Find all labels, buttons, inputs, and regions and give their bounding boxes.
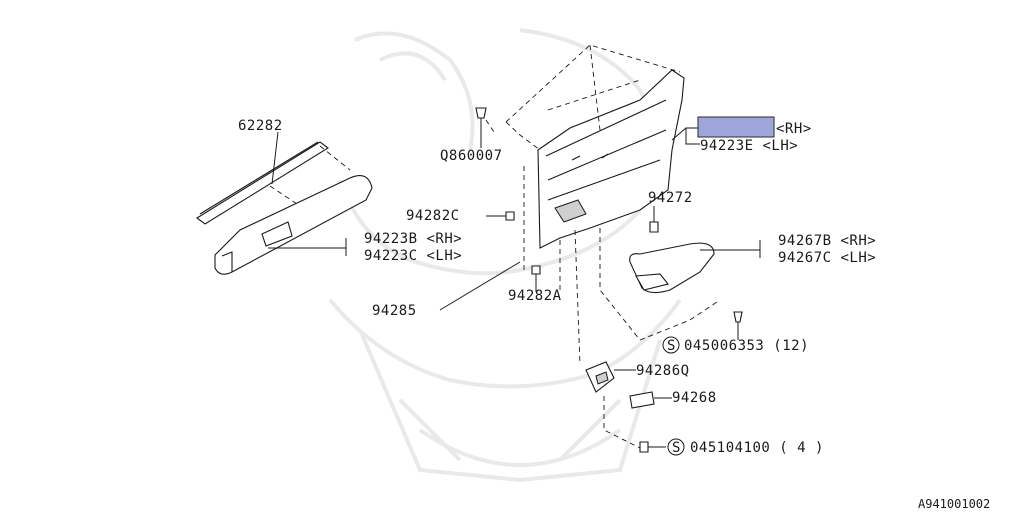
- label-045006353: 045006353 (12): [684, 338, 809, 354]
- label-94223-rh: <RH>: [776, 121, 812, 137]
- handle-bezel-94286Q[interactable]: [585, 361, 615, 393]
- label-94282C: 94282C: [406, 208, 460, 224]
- label-94267B-rh: 94267B <RH>: [778, 233, 876, 249]
- clip-Q860007[interactable]: [475, 107, 487, 148]
- molding-62282[interactable]: [196, 141, 329, 225]
- highlighted-part-94223-rh[interactable]: [697, 116, 775, 138]
- cover-94268[interactable]: [629, 391, 655, 409]
- label-94223B-rh: 94223B <RH>: [364, 231, 462, 247]
- diagram-code: A941001002: [918, 497, 990, 511]
- clip-94282C[interactable]: [505, 211, 515, 221]
- door-trim-panel[interactable]: [537, 69, 685, 249]
- label-94223E-lh: 94223E <LH>: [700, 138, 798, 154]
- clip-94272[interactable]: [649, 206, 659, 233]
- label-94272: 94272: [648, 190, 693, 206]
- screw-bottom[interactable]: [639, 441, 649, 453]
- label-045104100: 045104100 ( 4 ): [690, 440, 824, 456]
- label-94286Q: 94286Q: [636, 363, 690, 379]
- door-pocket-94223B[interactable]: [214, 175, 373, 275]
- screw-marker-bottom: S: [667, 438, 685, 456]
- label-Q860007: Q860007: [440, 148, 503, 164]
- label-62282: 62282: [238, 118, 283, 134]
- watermark-logo: [328, 28, 682, 483]
- clip-94282A[interactable]: [531, 265, 541, 290]
- leader-lines: [268, 127, 761, 448]
- screw-marker-armrest: S: [662, 336, 680, 354]
- label-94268: 94268: [672, 390, 717, 406]
- svg-text:S: S: [672, 440, 681, 456]
- label-94285: 94285: [372, 303, 417, 319]
- screw-armrest[interactable]: [733, 311, 743, 334]
- svg-text:S: S: [667, 338, 676, 354]
- label-94223C-lh: 94223C <LH>: [364, 248, 462, 264]
- label-94267C-lh: 94267C <LH>: [778, 250, 876, 266]
- label-94282A: 94282A: [508, 288, 562, 304]
- armrest-94267B[interactable]: [629, 242, 715, 294]
